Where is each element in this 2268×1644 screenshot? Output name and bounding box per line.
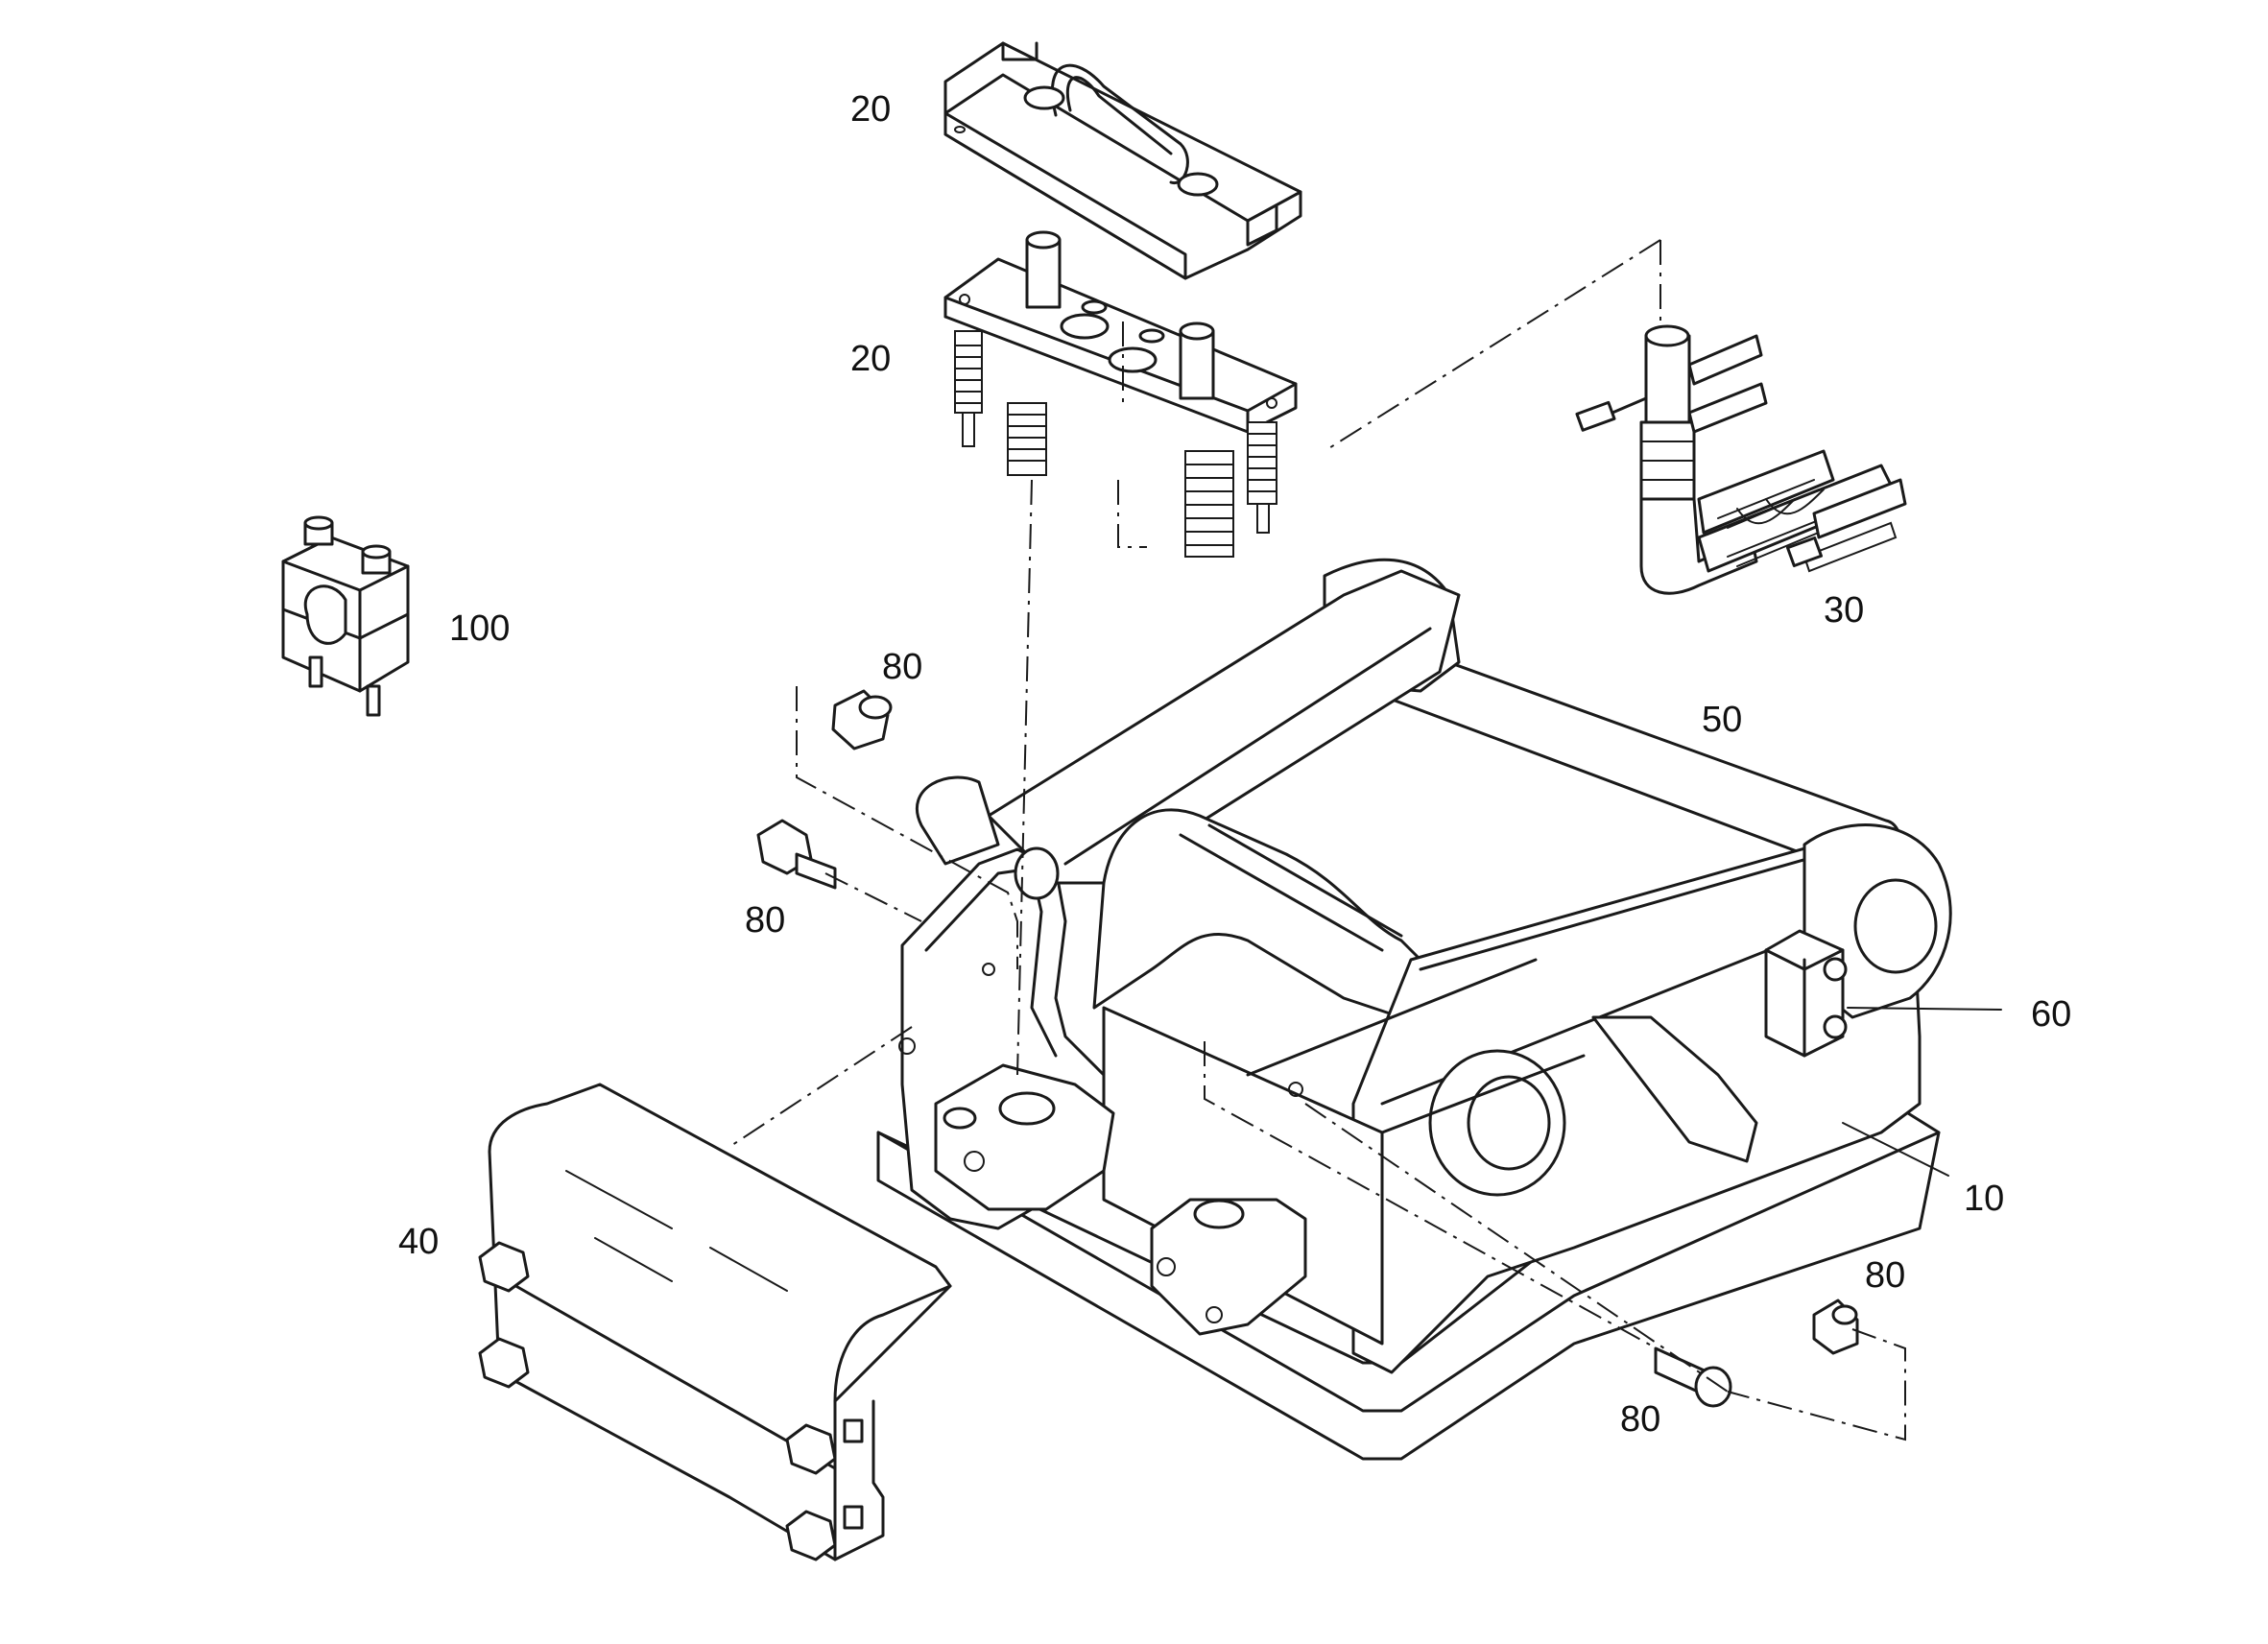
callout-30: 30 — [1824, 590, 1865, 631]
part-40-cover-guard — [478, 1083, 952, 1561]
callout-20-cover: 20 — [850, 89, 892, 130]
part-80-bolts — [756, 819, 1732, 1408]
leader-lines — [1842, 1007, 2002, 1177]
part-100-clamp — [281, 515, 410, 717]
callout-40: 40 — [398, 1222, 440, 1262]
assembly-lines — [728, 239, 1906, 1441]
callout-80-bolt: 80 — [745, 900, 786, 941]
callout-10: 10 — [1964, 1179, 2005, 1219]
callout-80-right-bushing: 80 — [1865, 1255, 1906, 1296]
right-valve-block — [1150, 1198, 1307, 1336]
part-20-coupling-block — [943, 230, 1298, 558]
cover-bolts — [478, 1241, 864, 1561]
callout-80-bushing: 80 — [882, 647, 923, 687]
callout-20-block: 20 — [850, 339, 892, 379]
callout-50: 50 — [1702, 700, 1743, 740]
part-60-clamp — [1764, 929, 1848, 1058]
left-valve-block — [934, 1063, 1115, 1211]
callout-60: 60 — [2031, 994, 2072, 1035]
callout-80-right-bolt: 80 — [1620, 1399, 1661, 1440]
part-30-hose-fittings — [1575, 324, 1907, 595]
part-20-cover-plate — [943, 41, 1302, 280]
part-80-bushings — [831, 689, 1859, 1355]
callout-100: 100 — [449, 608, 511, 649]
